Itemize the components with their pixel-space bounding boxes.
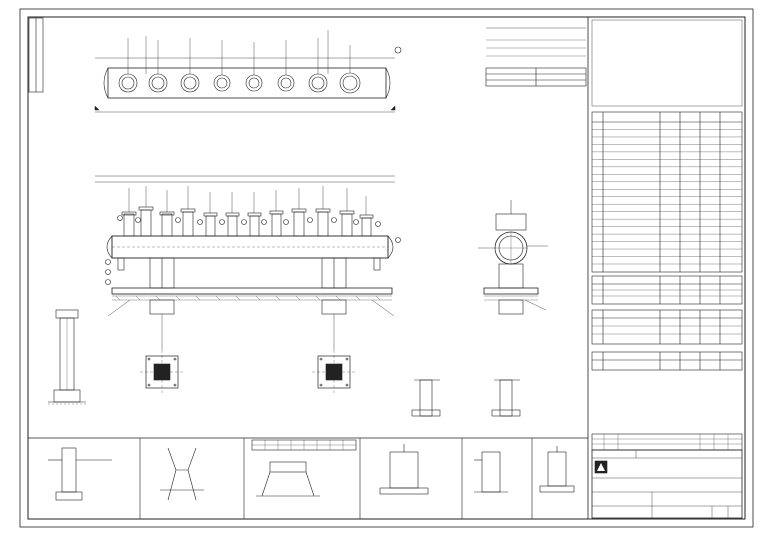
outer-border [19, 8, 754, 528]
nozzle-leaders-plan [127, 30, 351, 75]
plan-sliding-support [140, 350, 184, 395]
design-data-box [486, 27, 586, 57]
revision-block [591, 433, 743, 451]
inner-frame [27, 16, 746, 520]
small-data-table [485, 67, 587, 87]
pedestals-elevation [149, 299, 347, 315]
company-logo-icon [594, 460, 608, 474]
callout-bubble-plan [394, 46, 402, 54]
bottom-detail-3 [251, 439, 357, 497]
callout-bubbles-elevation [105, 215, 401, 285]
left-end-cap-elevation [106, 235, 113, 259]
bom-4-table [591, 351, 743, 371]
concrete-hatch-elevation [112, 295, 392, 301]
nozzles-plan [118, 72, 361, 94]
bom-2-table [591, 275, 743, 305]
end-caps-plan [103, 67, 391, 99]
base-plate-elevation [111, 287, 393, 295]
bottom-detail-1 [48, 447, 112, 501]
bottom-detail-6 [539, 446, 575, 493]
branch-leaders-elevation [128, 186, 367, 215]
detail-b-view [491, 379, 521, 417]
notes-block [591, 19, 743, 107]
right-end-cap-elevation [387, 235, 394, 259]
title-block [591, 449, 743, 519]
section-view [478, 200, 548, 315]
bottom-detail-4 [379, 444, 429, 495]
detail-a-view [411, 379, 441, 417]
bottom-detail-5 [474, 451, 508, 493]
bottom-detail-dividers [139, 438, 533, 519]
plan-view [94, 30, 402, 113]
bom-3-table [591, 309, 743, 345]
bom-main-table [591, 111, 743, 273]
pedestal-leaders [107, 299, 395, 350]
header-pipe-plan [107, 67, 387, 99]
plan-anchor-support [312, 350, 356, 395]
vent-drain-small [117, 257, 381, 271]
elevation-view [95, 175, 401, 350]
detail-left-view [48, 309, 86, 405]
branch-flanges-elevation [121, 206, 374, 219]
bom-main-row-lines [592, 129, 742, 265]
bottom-detail-2 [160, 447, 204, 501]
branch-nozzles-elevation [123, 209, 372, 237]
section-markers-plan [94, 105, 396, 111]
saddle-supports-elevation [149, 257, 347, 289]
